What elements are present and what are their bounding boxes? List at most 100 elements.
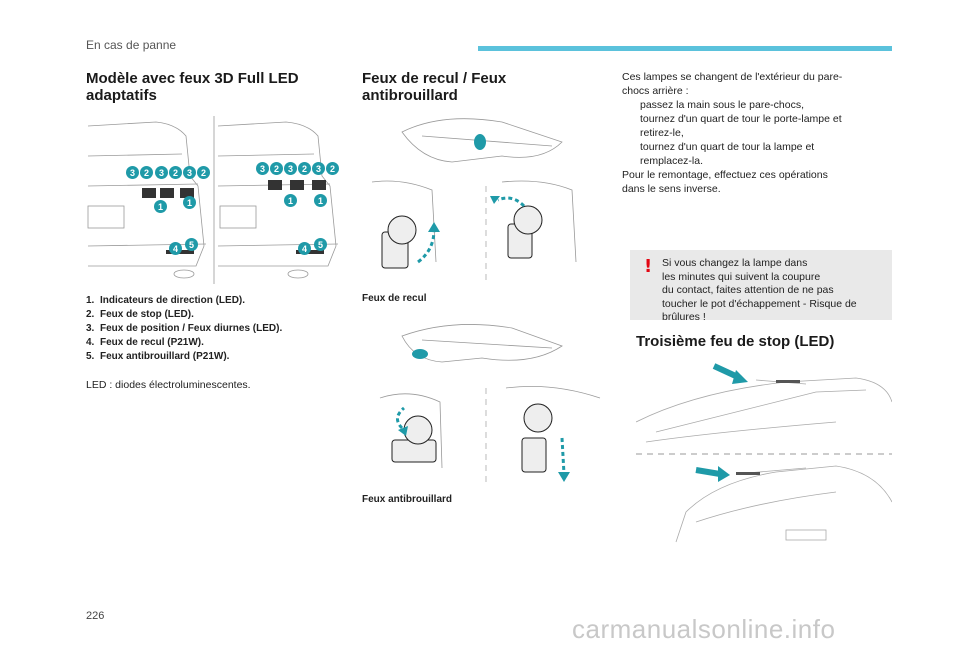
callout-num: 1 (158, 202, 163, 212)
intro-line: chocs arrière : (622, 85, 689, 97)
warning-box: ! Si vous changez la lampe dans les minu… (630, 250, 892, 323)
legend-list: 1. Indicateurs de direction (LED). 2. Feux… (86, 294, 346, 364)
warning-line: Si vous changez la lampe dans (662, 257, 808, 269)
legend-item: 3. Feux de position / Feux diurnes (LED). (86, 322, 346, 336)
callout-num: 4 (173, 244, 178, 254)
caption-fog: Feux antibrouillard (362, 494, 453, 505)
warning-line: les minutes qui suivent la coupure (662, 270, 821, 283)
legend-num: 5. (86, 351, 95, 362)
callout-badge: 3 (256, 162, 269, 180)
callout-badge: 3 (183, 166, 196, 184)
warning-line: toucher le pot d'échappement - Risque de (662, 297, 857, 310)
callout-badge: 1 (154, 200, 167, 218)
title-line: antibrouillard (362, 87, 458, 104)
callout-badge: 3 (284, 162, 297, 180)
legend-item: 2. Feux de stop (LED). (86, 308, 346, 322)
legend-num: 3. (86, 323, 95, 334)
callout-num: 2 (173, 168, 178, 178)
callout-badge: 1 (183, 196, 196, 214)
legend-text: Feux de position / Feux diurnes (LED). (100, 323, 283, 334)
page-number: 226 (86, 610, 105, 622)
callout-badge: 3 (126, 166, 139, 184)
checkbox-icon (622, 112, 640, 126)
title-line: Feux de recul / Feux (362, 70, 507, 87)
step-text: tournez d'un quart de tour la lampe et (640, 141, 815, 153)
callout-num: 3 (130, 168, 135, 178)
rear-car-lights-diagram: 3 2 3 2 3 2 1 1 4 5 3 2 3 2 3 2 1 1 4 5 (86, 116, 346, 286)
callout-badge: 4 (298, 242, 311, 260)
third-brake-light-diagram (635, 362, 893, 548)
bulb-replacement-icon (379, 324, 601, 486)
legend-num: 1. (86, 295, 95, 306)
callout-badge: 5 (314, 238, 327, 256)
callout-badge: 2 (169, 166, 182, 184)
legend-text: Indicateurs de direction (LED). (100, 295, 246, 306)
warning-line: brûlures ! (662, 311, 706, 323)
warning-line: du contact, faites attention de ne pas (662, 284, 834, 296)
step-item: tournez d'un quart de tour le porte-lamp… (622, 112, 894, 126)
callout-badge: 5 (185, 238, 198, 256)
caption-reverse: Feux de recul (362, 293, 427, 304)
callout-num: 1 (288, 196, 293, 206)
warning-icon: ! (644, 256, 653, 277)
reverse-light-diagram (362, 112, 618, 284)
step-text: retirez-le, (640, 127, 684, 139)
callout-num: 3 (260, 164, 265, 174)
callout-num: 2 (201, 168, 206, 178)
callout-badge: 3 (155, 166, 168, 184)
title-line: adaptatifs (86, 87, 157, 104)
callout-badge: 2 (270, 162, 283, 180)
step-item: tournez d'un quart de tour la lampe et (622, 140, 894, 154)
callout-badge: 4 (169, 242, 182, 260)
callout-num: 5 (318, 240, 323, 250)
legend-text: Feux de recul (P21W). (100, 337, 204, 348)
callout-num: 3 (288, 164, 293, 174)
callout-num: 3 (316, 164, 321, 174)
legend-num: 2. (86, 309, 95, 320)
third-brake-light-icon (635, 363, 893, 543)
legend-item: 1. Indicateurs de direction (LED). (86, 294, 346, 308)
step-text: remplacez-la. (640, 155, 704, 167)
section-title-reverse-fog: Feux de recul / Feux antibrouillard (362, 70, 612, 104)
callout-badge: 2 (197, 166, 210, 184)
callout-num: 1 (318, 196, 323, 206)
instructions-block: Ces lampes se changent de l'extérieur du… (622, 70, 894, 196)
callout-badge: 3 (312, 162, 325, 180)
callout-badge: 2 (140, 166, 153, 184)
callout-badge: 1 (314, 194, 327, 212)
remount-line: dans le sens inverse. (622, 183, 721, 195)
callout-num: 2 (330, 164, 335, 174)
fog-light-diagram (362, 318, 618, 486)
callout-badge: 1 (284, 194, 297, 212)
callout-badge: 2 (326, 162, 339, 180)
callout-num: 2 (144, 168, 149, 178)
callout-num: 3 (159, 168, 164, 178)
legend-text: Feux de stop (LED). (100, 309, 194, 320)
callout-num: 1 (187, 198, 192, 208)
header-accent-bar (478, 46, 892, 51)
step-item: passez la main sous le pare-chocs, (622, 98, 894, 112)
callout-badge: 2 (298, 162, 311, 180)
watermark: carmanualsonline.info (572, 614, 836, 644)
legend-item: 5. Feux antibrouillard (P21W). (86, 350, 346, 364)
checkbox-icon (622, 98, 640, 112)
legend-num: 4. (86, 337, 95, 348)
section-title-third-brake: Troisième feu de stop (LED) (636, 333, 835, 350)
callout-num: 5 (189, 240, 194, 250)
warning-text: Si vous changez la lampe dans les minute… (662, 257, 886, 325)
step-text: tournez d'un quart de tour le porte-lamp… (640, 113, 842, 125)
title-line: Modèle avec feux 3D Full LED (86, 70, 299, 87)
step-text: passez la main sous le pare-chocs, (640, 99, 804, 111)
intro-line: Ces lampes se changent de l'extérieur du… (622, 71, 843, 83)
callout-num: 2 (274, 164, 279, 174)
section-header: En cas de panne (86, 38, 177, 52)
legend-text: Feux antibrouillard (P21W). (100, 351, 230, 362)
remount-line: Pour le remontage, effectuez ces opérati… (622, 169, 828, 181)
led-note: LED : diodes électroluminescentes. (86, 379, 251, 391)
legend-item: 4. Feux de recul (P21W). (86, 336, 346, 350)
bulb-replacement-icon (371, 118, 577, 284)
callout-num: 3 (187, 168, 192, 178)
callout-num: 2 (302, 164, 307, 174)
section-title-full-led: Modèle avec feux 3D Full LED adaptatifs (86, 70, 336, 104)
callout-layer: 3 2 3 2 3 2 1 1 4 5 3 2 3 2 3 2 1 1 4 5 (86, 116, 346, 286)
